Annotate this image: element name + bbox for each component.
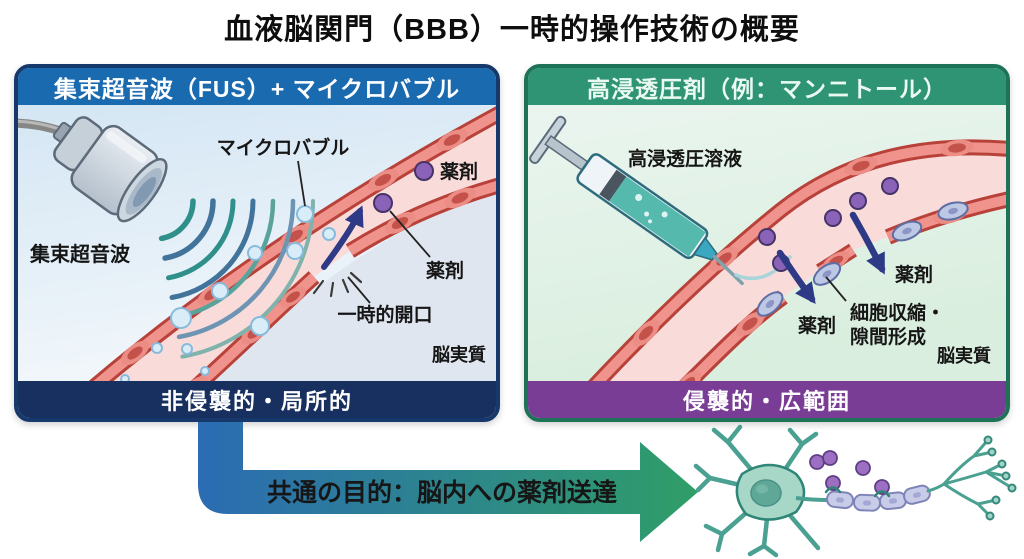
cell-shrink-label-line2: 隙間形成 (850, 325, 926, 348)
parenchyma-label-left: 脳実質 (432, 344, 486, 365)
osmotic-panel-illustration: 高浸透圧溶液 薬剤 薬剤 細胞収縮・ 隙間形成 脳実質 (528, 105, 1006, 381)
fus-panel-footer: 非侵襲的・局所的 (18, 381, 496, 418)
parenchyma-label-right: 脳実質 (937, 345, 991, 366)
drug-particles-neuron (809, 450, 890, 495)
common-goal-arrow: 共通の目的：脳内への薬剤送達 (198, 422, 698, 542)
opening-label: 一時的開口 (337, 303, 432, 326)
transducer-label: 集束超音波 (29, 242, 131, 266)
leader-lines (297, 160, 431, 304)
shrunken-cells (756, 201, 969, 317)
cell-shrink-label-line1: 細胞収縮・ (850, 301, 945, 324)
terminal-boutons (983, 435, 1017, 521)
fus-illustration-svg: 集束超音波 マイクロバブル 薬剤 薬剤 一時的開口 脳実質 (18, 105, 496, 381)
microbubble-label: マイクロバブル (217, 136, 350, 159)
fus-panel: 集束超音波（FUS）+ マイクロバブル (14, 64, 500, 422)
fus-panel-header: 集束超音波（FUS）+ マイクロバブル (18, 68, 496, 105)
drug-crossing-arrows (776, 211, 886, 305)
drug-label-top: 薬剤 (439, 160, 478, 183)
osmotic-panel-header: 高浸透圧剤（例：マンニトール） (528, 68, 1006, 105)
osmotic-panel: 高浸透圧剤（例：マンニトール） (524, 64, 1010, 422)
receptor-cups (824, 486, 891, 498)
neuron-illustration (693, 424, 1017, 558)
ultrasound-transducer (52, 116, 168, 223)
drug-passage-arrow (321, 205, 364, 270)
goal-arrow-text: 共通の目的：脳内への薬剤送達 (267, 478, 617, 507)
fus-parenchyma-region (130, 188, 496, 381)
shrink-leader-line (825, 276, 847, 302)
ultrasound-waves (158, 198, 315, 359)
neuron-nucleolus (756, 484, 768, 494)
neuron-nucleus (750, 479, 782, 507)
osmotic-illustration-svg: 高浸透圧溶液 薬剤 薬剤 細胞収縮・ 隙間形成 脳実質 (528, 105, 1006, 381)
drug-label-right: 薬剤 (894, 263, 933, 286)
fus-panel-illustration: 集束超音波 マイクロバブル 薬剤 薬剤 一時的開口 脳実質 (18, 105, 496, 381)
osmotic-panel-footer: 侵襲的・広範囲 (528, 381, 1006, 418)
solution-label: 高浸透圧溶液 (628, 147, 743, 170)
axon (795, 496, 829, 502)
osmotic-vessel-lumen (599, 147, 1006, 381)
page-title: 血液脳関門（BBB）一時的操作技術の概要 (224, 14, 800, 46)
goal-arrow-shape (198, 422, 698, 542)
drug-label-left: 薬剤 (797, 314, 836, 337)
drug-label-mid: 薬剤 (425, 259, 464, 282)
opening-burst-marks (312, 271, 363, 298)
microbubbles (120, 205, 336, 381)
drug-particles (373, 161, 434, 213)
syringe (529, 115, 744, 286)
axon-terminals (926, 438, 1014, 518)
